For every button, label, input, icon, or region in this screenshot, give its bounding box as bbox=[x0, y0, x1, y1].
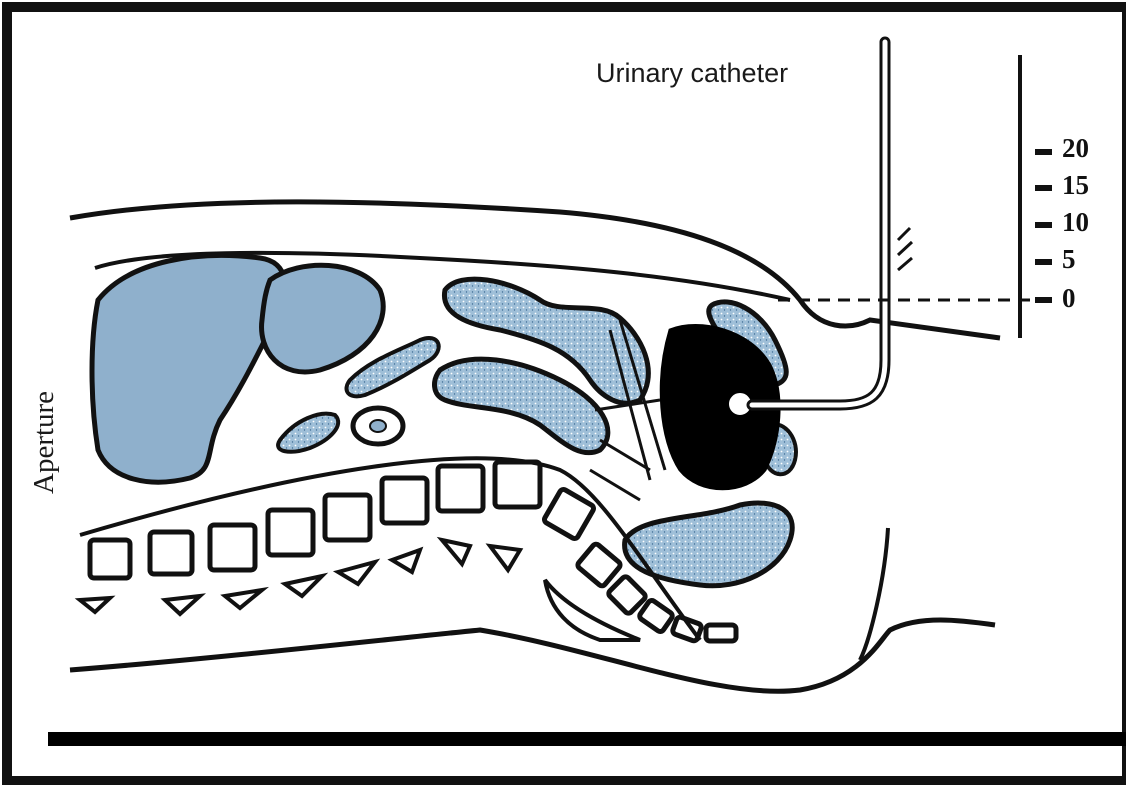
scale-ticks bbox=[1035, 152, 1052, 300]
stomach-organ bbox=[262, 265, 384, 372]
liver-organ bbox=[92, 255, 285, 482]
scale-label-20: 20 bbox=[1062, 135, 1089, 162]
catheter-fixation bbox=[898, 228, 912, 270]
scale-label-5: 5 bbox=[1062, 246, 1076, 273]
aperture-label: Aperture bbox=[28, 391, 61, 494]
scale-label-0: 0 bbox=[1062, 285, 1076, 312]
scale-label-15: 15 bbox=[1062, 172, 1089, 199]
urinary-catheter-label: Urinary catheter bbox=[596, 58, 788, 89]
scale-label-10: 10 bbox=[1062, 209, 1089, 236]
body-outline-bottom bbox=[70, 620, 995, 691]
table-bar bbox=[48, 732, 1126, 746]
intestine-segment bbox=[278, 414, 338, 452]
